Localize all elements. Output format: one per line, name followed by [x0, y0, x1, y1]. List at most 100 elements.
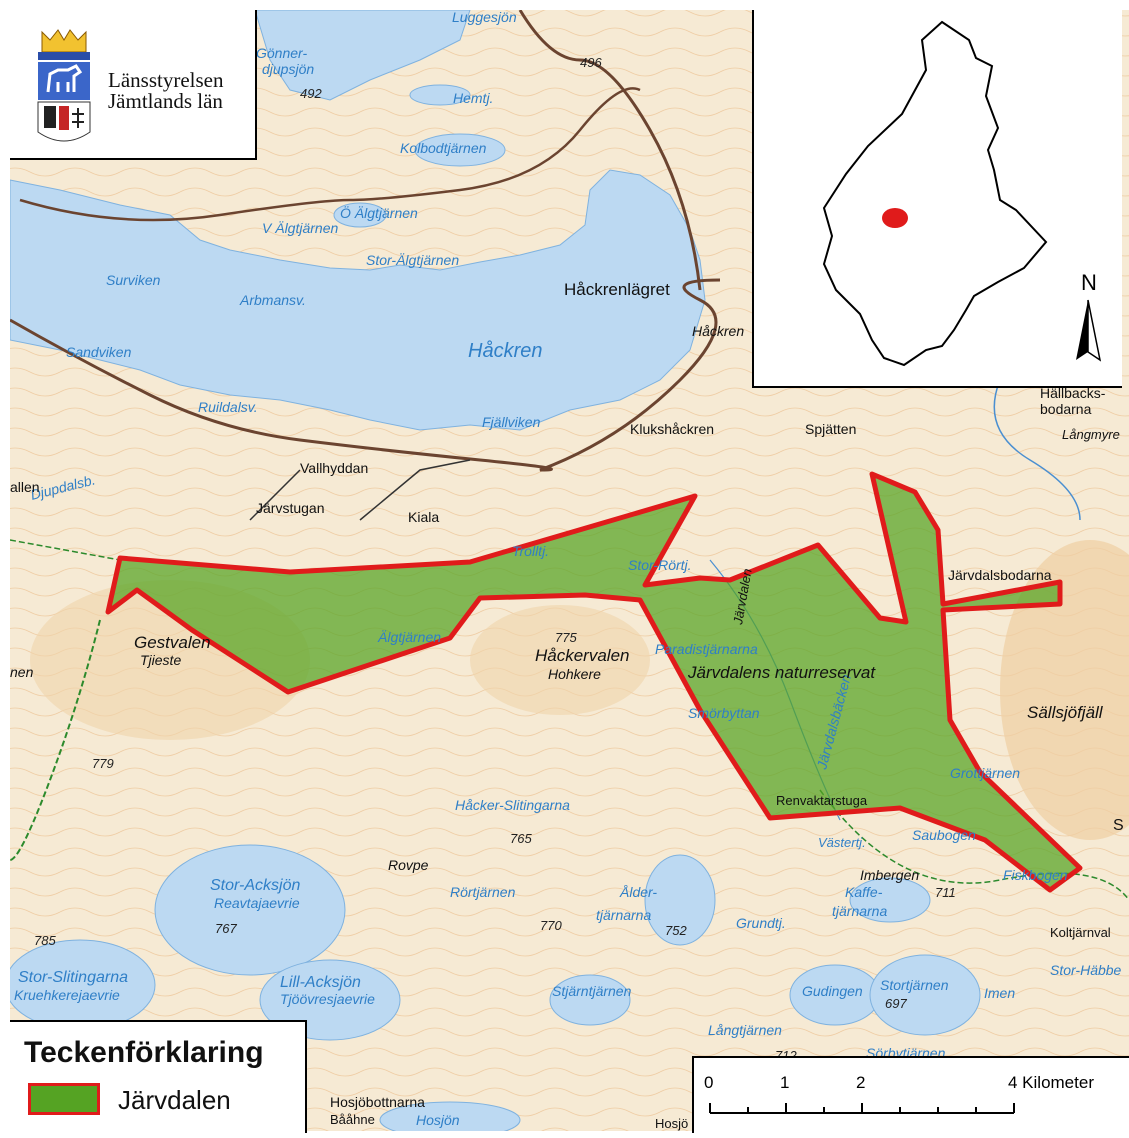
legend-swatch-reserve [28, 1083, 100, 1115]
label-grundtj: Grundtj. [736, 915, 786, 931]
label-reavtajaevrie: Reavtajaevrie [214, 895, 300, 911]
label-stor-algtjarnen: Stor-Älgtjärnen [366, 252, 459, 268]
trail-1 [9, 619, 101, 861]
scale-tick-0: 0 [704, 1073, 713, 1092]
label-hallbacks-2: bodarna [1040, 401, 1092, 417]
label-fjallviken: Fjällviken [482, 414, 541, 430]
label-stortjarnen: Stortjärnen [880, 977, 949, 993]
label-stor-acksjon: Stor-Acksjön [210, 877, 301, 894]
mountain-sallsjofjall [1000, 540, 1129, 840]
label-baahne: Bååhne [330, 1112, 375, 1127]
elevation-labels: 496 492 775 779 765 770 752 767 785 711 … [34, 55, 956, 1063]
reserve-location-marker [882, 208, 908, 228]
label-hemtj: Hemtj. [453, 90, 493, 106]
elev-785: 785 [34, 933, 56, 948]
reserve-jarvdalen[interactable] [105, 471, 1083, 893]
label-hosjo: Hosjö [655, 1116, 688, 1131]
road-main [9, 278, 721, 472]
label-klukshackren: Klukshåckren [630, 421, 714, 437]
lake-gonner-djupsjon [254, 9, 471, 101]
label-kolbodtjarnen: Kolbodtjärnen [400, 140, 487, 156]
north-arrow-highlight [1087, 299, 1102, 362]
elev-765: 765 [510, 831, 532, 846]
label-hosjobottnarna: Hosjöbottnarna [330, 1094, 425, 1110]
label-s-edge: S [1113, 817, 1124, 834]
elev-767: 767 [215, 921, 237, 936]
lake-hemtj [409, 84, 471, 106]
legend-panel: Teckenförklaring Järvdalen [10, 1020, 307, 1133]
label-gestvalen: Gestvalen [134, 633, 211, 652]
elev-775: 775 [555, 630, 577, 645]
label-alder-2: tjärnarna [596, 907, 651, 923]
road-west [19, 87, 641, 222]
label-imen: Imen [984, 985, 1015, 1001]
label-hackervalen: Håckervalen [535, 646, 630, 665]
elev-770: 770 [540, 918, 562, 933]
label-koltjarnval: Koltjärnval [1050, 925, 1111, 940]
label-hosjon: Hosjön [416, 1112, 460, 1128]
scale-tick-4: 4 Kilometer [1008, 1073, 1094, 1092]
elev-752: 752 [665, 923, 687, 938]
legend-title: Teckenförklaring [24, 1036, 264, 1069]
org-name-line2: Jämtlands län [108, 89, 223, 113]
label-tjieste: Tjieste [140, 652, 181, 668]
label-saubogen: Saubogen [912, 827, 976, 843]
label-stor-rortj: Stor-Rörtj. [628, 557, 692, 573]
label-luggesjon: Luggesjön [452, 9, 517, 25]
label-allen: allen [10, 479, 40, 495]
elev-697: 697 [885, 996, 907, 1011]
label-alder-1: Ålder- [619, 884, 657, 900]
label-gudingen: Gudingen [802, 983, 863, 999]
road-north [518, 9, 702, 291]
scale-tick-2: 2 [856, 1073, 865, 1092]
label-grottjarnen: Grottjärnen [950, 765, 1020, 781]
scale-bar: 0 1 2 4 Kilometer [692, 1056, 1129, 1133]
label-langmyre: Långmyre [1062, 427, 1120, 442]
label-o-algtjarnen: Ö Älgtjärnen [340, 204, 418, 221]
mountain-hackervalen [470, 605, 650, 715]
lake-alder-tjarnarna [644, 854, 716, 946]
label-hohkere: Hohkere [548, 666, 601, 682]
elev-779: 779 [92, 756, 114, 771]
lake-kolbodtjarnen [414, 133, 506, 167]
label-gonner-djupsjon-2: djupsjön [262, 61, 314, 77]
place-labels: Håckrenlägret Håckren Klukshåckren Spjät… [10, 280, 1124, 1131]
county-outline [822, 20, 1048, 367]
stream-1 [993, 379, 1081, 521]
label-stor-habbe: Stor-Häbbe [1050, 962, 1122, 978]
elev-711: 711 [935, 885, 956, 900]
label-kaffe-2: tjärnarna [832, 903, 887, 919]
label-rovpe: Rovpe [388, 857, 429, 873]
road-local [249, 459, 471, 521]
trail-3 [9, 539, 121, 561]
label-stjarntjarnen: Stjärntjärnen [552, 983, 632, 999]
lake-hosjon [379, 1101, 521, 1131]
lake-stortjarnen [869, 954, 981, 1036]
label-hackren-village: Håckren [692, 323, 744, 339]
lake-kaffe-tjarnarna [849, 877, 931, 923]
label-jarvdalsbodarna: Järvdalsbodarna [948, 567, 1052, 583]
label-kaffe-1: Kaffe- [845, 884, 883, 900]
elev-492: 492 [300, 86, 322, 101]
scale-tick-1: 1 [780, 1073, 789, 1092]
label-ruildalsv: Ruildalsv. [198, 399, 258, 415]
elev-496: 496 [580, 55, 602, 70]
label-sallsjofjall: Sällsjöfjäll [1027, 703, 1104, 722]
label-vallhyddan: Vallhyddan [300, 460, 368, 476]
logo-panel: Länsstyrelsen Jämtlands län [10, 10, 257, 160]
scale-bar-graphic: 0 1 2 4 Kilometer [704, 1073, 1094, 1114]
label-spjatten: Spjätten [805, 421, 856, 437]
label-arbmansv: Arbmansv. [239, 292, 306, 308]
county-outline-map: N [822, 20, 1102, 367]
org-name-line1: Länsstyrelsen [108, 68, 224, 92]
label-v-algtjarnen: V Älgtjärnen [262, 220, 338, 236]
label-hackrenlagret: Håckrenlägret [564, 280, 670, 299]
label-hallbacks-1: Hällbacks- [1040, 385, 1106, 401]
label-kruehkerejaevrie: Kruehkerejaevrie [14, 987, 120, 1003]
label-paradistjarnarna: Paradistjärnarna [655, 641, 758, 657]
label-imbergen: Imbergen [860, 867, 919, 883]
label-renvaktarstuga: Renvaktarstuga [776, 793, 868, 808]
label-kiala: Kiala [408, 509, 439, 525]
label-langtjarnen: Långtjärnen [708, 1022, 782, 1038]
label-hacker-slitingarna: Håcker-Slitingarna [455, 797, 570, 813]
